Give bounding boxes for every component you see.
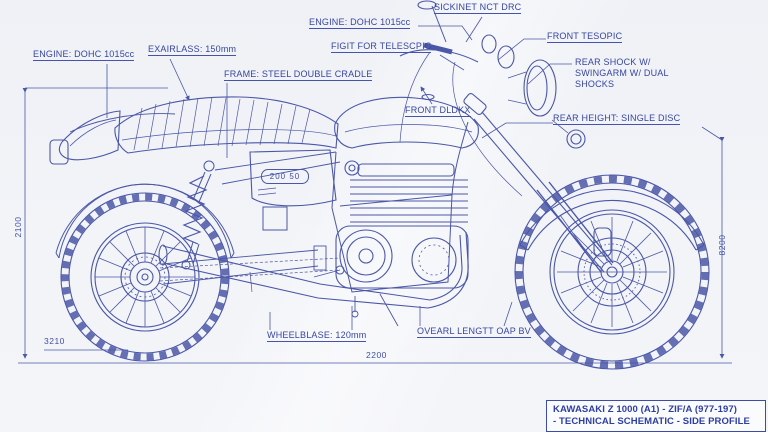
leader-tank <box>420 86 433 105</box>
dimension-rear-offset: 3210 <box>44 336 65 346</box>
mirror-stalk <box>431 5 447 43</box>
leader-front-telescopic <box>497 38 546 61</box>
battery-box <box>262 206 288 231</box>
leader-exhaust <box>169 58 190 101</box>
footpeg-stand <box>351 293 399 327</box>
title-block: KAWASAKI Z 1000 (A1) - ZIF/A (977-197) -… <box>546 400 766 432</box>
carburetor <box>344 160 360 176</box>
callout-tank: FRONT DLDKX <box>405 105 471 117</box>
callout-overall-length: OVEARL LENGTT OAP BV <box>417 326 531 338</box>
engine <box>313 160 469 289</box>
taillight <box>49 139 69 165</box>
leader-rear-height <box>481 122 553 139</box>
side-panel-badge: 200 50 <box>261 169 309 184</box>
title-block-line2: - TECHNICAL SCHEMATIC - SIDE PROFILE <box>553 416 750 427</box>
tail-section <box>49 110 176 165</box>
callout-wheelbase: WHEELBLASE: 120mm <box>267 330 367 342</box>
clutch-cable <box>399 51 431 143</box>
handlebar <box>399 0 479 63</box>
frame-tubes <box>214 121 469 293</box>
dimension-lines <box>18 16 732 364</box>
title-block-line1: KAWASAKI Z 1000 (A1) - ZIF/A (977-197) <box>553 404 737 415</box>
shift-lever <box>313 269 341 278</box>
callout-front-telescopic: FRONT TESOPIC <box>547 31 623 43</box>
rear-shock <box>181 160 215 270</box>
brake-caliper <box>593 227 612 257</box>
callout-engine-top: ENGINE: DOHC 1015cc <box>309 17 411 29</box>
exhaust <box>158 231 469 309</box>
callout-rear-shock: REAR SHOCK W/ SWINGARM W/ DUAL SHOCKS <box>575 57 669 89</box>
cylinder-fins <box>350 179 468 223</box>
dimension-overall-length-bottom: 2200 <box>366 350 387 360</box>
callout-front-fork: FIGIT FOR TELESCPIC <box>331 41 432 53</box>
instrument-cluster <box>481 34 515 69</box>
callout-top-clipped: ULAR FUR TWIRKIL SICKINET NCT DRC <box>434 0 522 14</box>
rear-wheel <box>60 192 230 362</box>
mirror <box>417 0 437 10</box>
leader-rear-shock <box>527 63 572 85</box>
rear-fender <box>55 183 235 259</box>
headlight <box>507 59 557 117</box>
brake-cable <box>452 61 523 197</box>
fuel-cap <box>421 93 435 101</box>
leader-engine-top <box>418 25 473 41</box>
grab-rail <box>69 113 176 133</box>
cam-cover <box>357 163 455 177</box>
seat <box>114 96 339 154</box>
front-fender <box>519 189 705 251</box>
fuel-tank <box>334 93 479 149</box>
front-turn-signal <box>551 119 586 149</box>
dimension-overall-height-left: 2100 <box>13 216 23 238</box>
callout-frame: FRAME: STEEL DOUBLE CRADLE <box>224 69 373 81</box>
triple-clamp <box>463 93 487 115</box>
grip <box>423 42 453 55</box>
leader-top-clipped <box>465 16 483 43</box>
shock-spring <box>182 175 208 245</box>
callout-rear-height: REAR HEIGHT: SINGLE DISC <box>553 113 681 125</box>
dimension-height-right: 8200 <box>717 234 727 256</box>
callout-exhaust: EXAIRLASS: 150mm <box>148 44 237 56</box>
front-wheel <box>514 174 710 370</box>
callout-engine-left: ENGINE: DOHC 1015cc <box>33 49 135 61</box>
headlight-bracket <box>507 71 527 105</box>
leader-front-fork <box>439 54 465 71</box>
muffler-tip <box>158 244 168 266</box>
side-panel <box>249 149 337 207</box>
fender-stay <box>559 214 586 251</box>
motorcycle-linework <box>49 0 710 370</box>
